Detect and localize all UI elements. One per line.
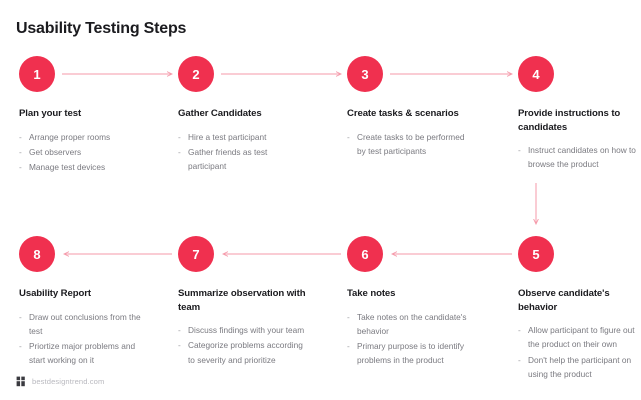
list-item: -Allow participant to figure out the pro…	[518, 323, 641, 352]
list-item: -Gather friends as test participant	[178, 145, 306, 174]
bdt-monogram-logo-icon	[16, 376, 25, 387]
bullet-dash: -	[178, 325, 181, 336]
bullet-text: Take notes on the candidate's behavior	[357, 311, 467, 336]
list-item: -Get observers	[19, 145, 147, 159]
list-item: -Priortize major problems and start work…	[19, 339, 147, 368]
step-7-number-badge: 7	[178, 236, 214, 272]
step-8-heading: Usability Report	[19, 288, 91, 299]
list-item: -Instruct candidates on how to browse th…	[518, 143, 641, 172]
footer-website-label: bestdesigntrend.com	[32, 377, 105, 386]
step-1-number-badge: 1	[19, 56, 55, 92]
step-5-bullets: -Allow participant to figure out the pro…	[518, 323, 641, 381]
list-item: -Discuss findings with your team	[178, 323, 306, 337]
list-item: -Draw out conclusions from the test	[19, 310, 147, 339]
step-4-heading: Provide instructions to candidates	[518, 108, 621, 133]
step-2-bullets: -Hire a test participant -Gather friends…	[178, 130, 326, 174]
bullet-text: Instruct candidates on how to browse the…	[528, 145, 636, 170]
bullet-dash: -	[178, 146, 181, 157]
bullet-dash: -	[178, 340, 181, 351]
bullet-text: Categorize problems according to severit…	[188, 340, 303, 365]
list-item: -Hire a test participant	[178, 130, 306, 144]
bullet-text: Priortize major problems and start worki…	[29, 341, 136, 366]
bullet-dash: -	[518, 145, 521, 156]
bullet-dash: -	[347, 311, 350, 322]
bullet-text: Allow participant to figure out the prod…	[528, 325, 635, 350]
step-8-bullets: -Draw out conclusions from the test -Pri…	[19, 310, 167, 368]
step-8-number-badge: 8	[19, 236, 55, 272]
step-5[interactable]: 5 Observe candidate's behavior -Allow pa…	[518, 236, 641, 382]
footer: bestdesigntrend.com	[16, 376, 104, 387]
bullet-dash: -	[178, 131, 181, 142]
bullet-dash: -	[518, 354, 521, 365]
list-item: -Take notes on the candidate's behavior	[347, 310, 475, 339]
bullet-text: Hire a test participant	[188, 131, 267, 142]
step-7[interactable]: 7 Summarize observation with team -Discu…	[178, 236, 326, 368]
step-4-number-badge: 4	[518, 56, 554, 92]
step-4-bullets: -Instruct candidates on how to browse th…	[518, 143, 641, 172]
bullet-text: Gather friends as test participant	[188, 146, 268, 172]
step-6-bullets: -Take notes on the candidate's behavior …	[347, 310, 495, 368]
bullet-text: Arrange proper rooms	[29, 131, 111, 142]
bullet-text: Discuss findings with your team	[188, 325, 305, 336]
list-item: -Create tasks to be performed by test pa…	[347, 130, 475, 159]
step-8[interactable]: 8 Usability Report -Draw out conclusions…	[19, 236, 167, 369]
bullet-text: Get observers	[29, 146, 82, 157]
step-6-heading: Take notes	[347, 288, 396, 299]
page-title: Usability Testing Steps	[16, 20, 187, 37]
bullet-text: Draw out conclusions from the test	[29, 311, 141, 336]
bullet-text: Create tasks to be performed by test par…	[357, 131, 465, 156]
list-item: -Primary purpose is to identify problems…	[347, 339, 475, 368]
step-3-heading: Create tasks & scenarios	[347, 108, 459, 119]
step-5-number-badge: 5	[518, 236, 554, 272]
bullet-dash: -	[19, 311, 22, 322]
step-2-number-badge: 2	[178, 56, 214, 92]
step-1[interactable]: 1 Plan your test -Arrange proper rooms -…	[19, 56, 167, 175]
bullet-text: Manage test devices	[29, 162, 106, 173]
step-7-bullets: -Discuss findings with your team -Catego…	[178, 323, 326, 367]
list-item: -Manage test devices	[19, 160, 147, 174]
step-1-bullets: -Arrange proper rooms -Get observers -Ma…	[19, 130, 167, 175]
bullet-dash: -	[19, 131, 22, 142]
step-5-heading: Observe candidate's behavior	[518, 288, 610, 313]
bullet-dash: -	[19, 162, 22, 173]
list-item: -Arrange proper rooms	[19, 130, 147, 144]
step-3[interactable]: 3 Create tasks & scenarios -Create tasks…	[347, 56, 495, 159]
step-3-number-badge: 3	[347, 56, 383, 92]
step-3-bullets: -Create tasks to be performed by test pa…	[347, 130, 495, 159]
step-1-heading: Plan your test	[19, 108, 82, 119]
step-7-heading: Summarize observation with team	[178, 288, 306, 313]
bullet-dash: -	[347, 131, 350, 142]
step-2-heading: Gather Candidates	[178, 108, 262, 119]
step-6[interactable]: 6 Take notes -Take notes on the candidat…	[347, 236, 495, 369]
list-item: -Categorize problems according to severi…	[178, 338, 306, 367]
bullet-text: Don't help the participant on using the …	[528, 354, 632, 380]
step-4[interactable]: 4 Provide instructions to candidates -In…	[518, 56, 641, 173]
bullet-text: Primary purpose is to identify problems …	[357, 341, 464, 366]
bullet-dash: -	[347, 341, 350, 352]
step-6-number-badge: 6	[347, 236, 383, 272]
bullet-dash: -	[19, 146, 22, 157]
step-2[interactable]: 2 Gather Candidates -Hire a test partici…	[178, 56, 326, 174]
bullet-dash: -	[19, 341, 22, 352]
list-item: -Don't help the participant on using the…	[518, 353, 641, 382]
bullet-dash: -	[518, 325, 521, 336]
